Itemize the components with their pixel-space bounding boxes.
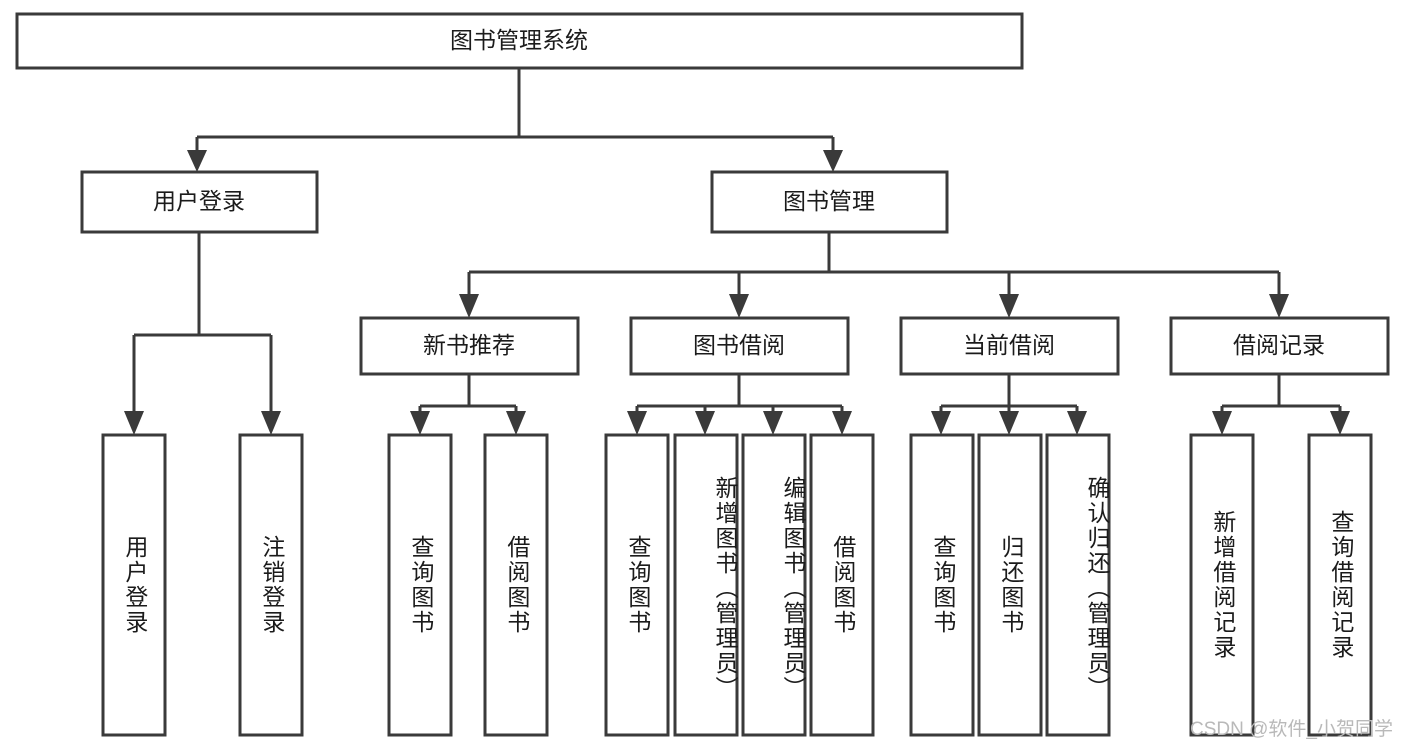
watermark-text: CSDN @软件_小贺同学 bbox=[1190, 719, 1393, 740]
connector-new-book-recommend-to-leaves bbox=[410, 374, 526, 435]
arrow-head-icon bbox=[187, 150, 207, 172]
arrow-head-icon bbox=[410, 411, 430, 435]
leaf-box-add-book-admin[interactable] bbox=[673, 433, 739, 737]
connector-borrow-record-to-leaves bbox=[1212, 374, 1350, 435]
connector-book-borrow-to-leaves bbox=[627, 374, 852, 435]
node-user-login-box[interactable] bbox=[80, 170, 319, 234]
node-new-book-recommend[interactable]: 新书推荐 bbox=[359, 316, 580, 376]
arrow-head-icon bbox=[999, 411, 1019, 435]
arrow-head-icon bbox=[261, 411, 281, 435]
arrow-head-icon bbox=[931, 411, 951, 435]
leaf-box-query-book-1[interactable] bbox=[387, 433, 453, 737]
arrow-head-icon bbox=[1067, 411, 1087, 435]
node-borrow-record[interactable]: 借阅记录 bbox=[1169, 316, 1390, 376]
arrow-head-icon bbox=[1269, 294, 1289, 318]
arrow-head-icon bbox=[695, 411, 715, 435]
arrow-head-icon bbox=[823, 150, 843, 172]
leaf-box-query-book-3[interactable] bbox=[909, 433, 975, 737]
node-book-borrow-label: 图书借阅 bbox=[693, 332, 785, 358]
leaf-box-logout[interactable] bbox=[238, 433, 304, 737]
node-root-label: 图书管理系统 bbox=[450, 27, 588, 53]
node-current-borrow[interactable]: 当前借阅 bbox=[899, 316, 1120, 376]
node-book-manage[interactable]: 图书管理 bbox=[710, 170, 949, 234]
leaf-box-borrow-book-2[interactable] bbox=[809, 433, 875, 737]
leaf-box-query-book-2[interactable] bbox=[604, 433, 670, 737]
arrow-head-icon bbox=[832, 411, 852, 435]
connector-user-login-to-leaves bbox=[124, 232, 281, 435]
arrow-head-icon bbox=[506, 411, 526, 435]
arrow-head-icon bbox=[1330, 411, 1350, 435]
node-book-manage-label: 图书管理 bbox=[783, 188, 875, 214]
node-user-login[interactable]: 用户登录 bbox=[80, 170, 319, 234]
leaf-box-user-login[interactable] bbox=[101, 433, 167, 737]
node-new-book-recommend-label: 新书推荐 bbox=[423, 332, 515, 358]
arrow-head-icon bbox=[999, 294, 1019, 318]
leaf-box-edit-book-admin[interactable] bbox=[741, 433, 807, 737]
arrow-head-icon bbox=[1212, 411, 1232, 435]
connector-book-manage-to-level3 bbox=[459, 232, 1289, 318]
leaf-box-add-borrow-record[interactable] bbox=[1189, 433, 1255, 737]
leaf-box-query-borrow-record[interactable] bbox=[1307, 433, 1373, 737]
node-root-box[interactable] bbox=[15, 12, 1024, 70]
node-borrow-record-label: 借阅记录 bbox=[1233, 332, 1325, 358]
arrow-head-icon bbox=[459, 294, 479, 318]
leaf-box-borrow-book-1[interactable] bbox=[483, 433, 549, 737]
node-root[interactable]: 图书管理系统 bbox=[15, 12, 1024, 70]
arrow-head-icon bbox=[763, 411, 783, 435]
connector-current-borrow-to-leaves bbox=[931, 374, 1087, 435]
node-new-book-recommend-box[interactable] bbox=[359, 316, 580, 376]
arrow-head-icon bbox=[729, 294, 749, 318]
node-user-login-label: 用户登录 bbox=[153, 188, 245, 214]
node-book-borrow[interactable]: 图书借阅 bbox=[629, 316, 850, 376]
arrow-head-icon bbox=[627, 411, 647, 435]
leaf-box-return-book[interactable] bbox=[977, 433, 1043, 737]
node-current-borrow-box[interactable] bbox=[899, 316, 1120, 376]
leaf-box-confirm-return-admin[interactable] bbox=[1045, 433, 1111, 737]
arrow-head-icon bbox=[124, 411, 144, 435]
node-current-borrow-label: 当前借阅 bbox=[963, 332, 1055, 358]
connector-root-to-level2 bbox=[187, 68, 843, 172]
